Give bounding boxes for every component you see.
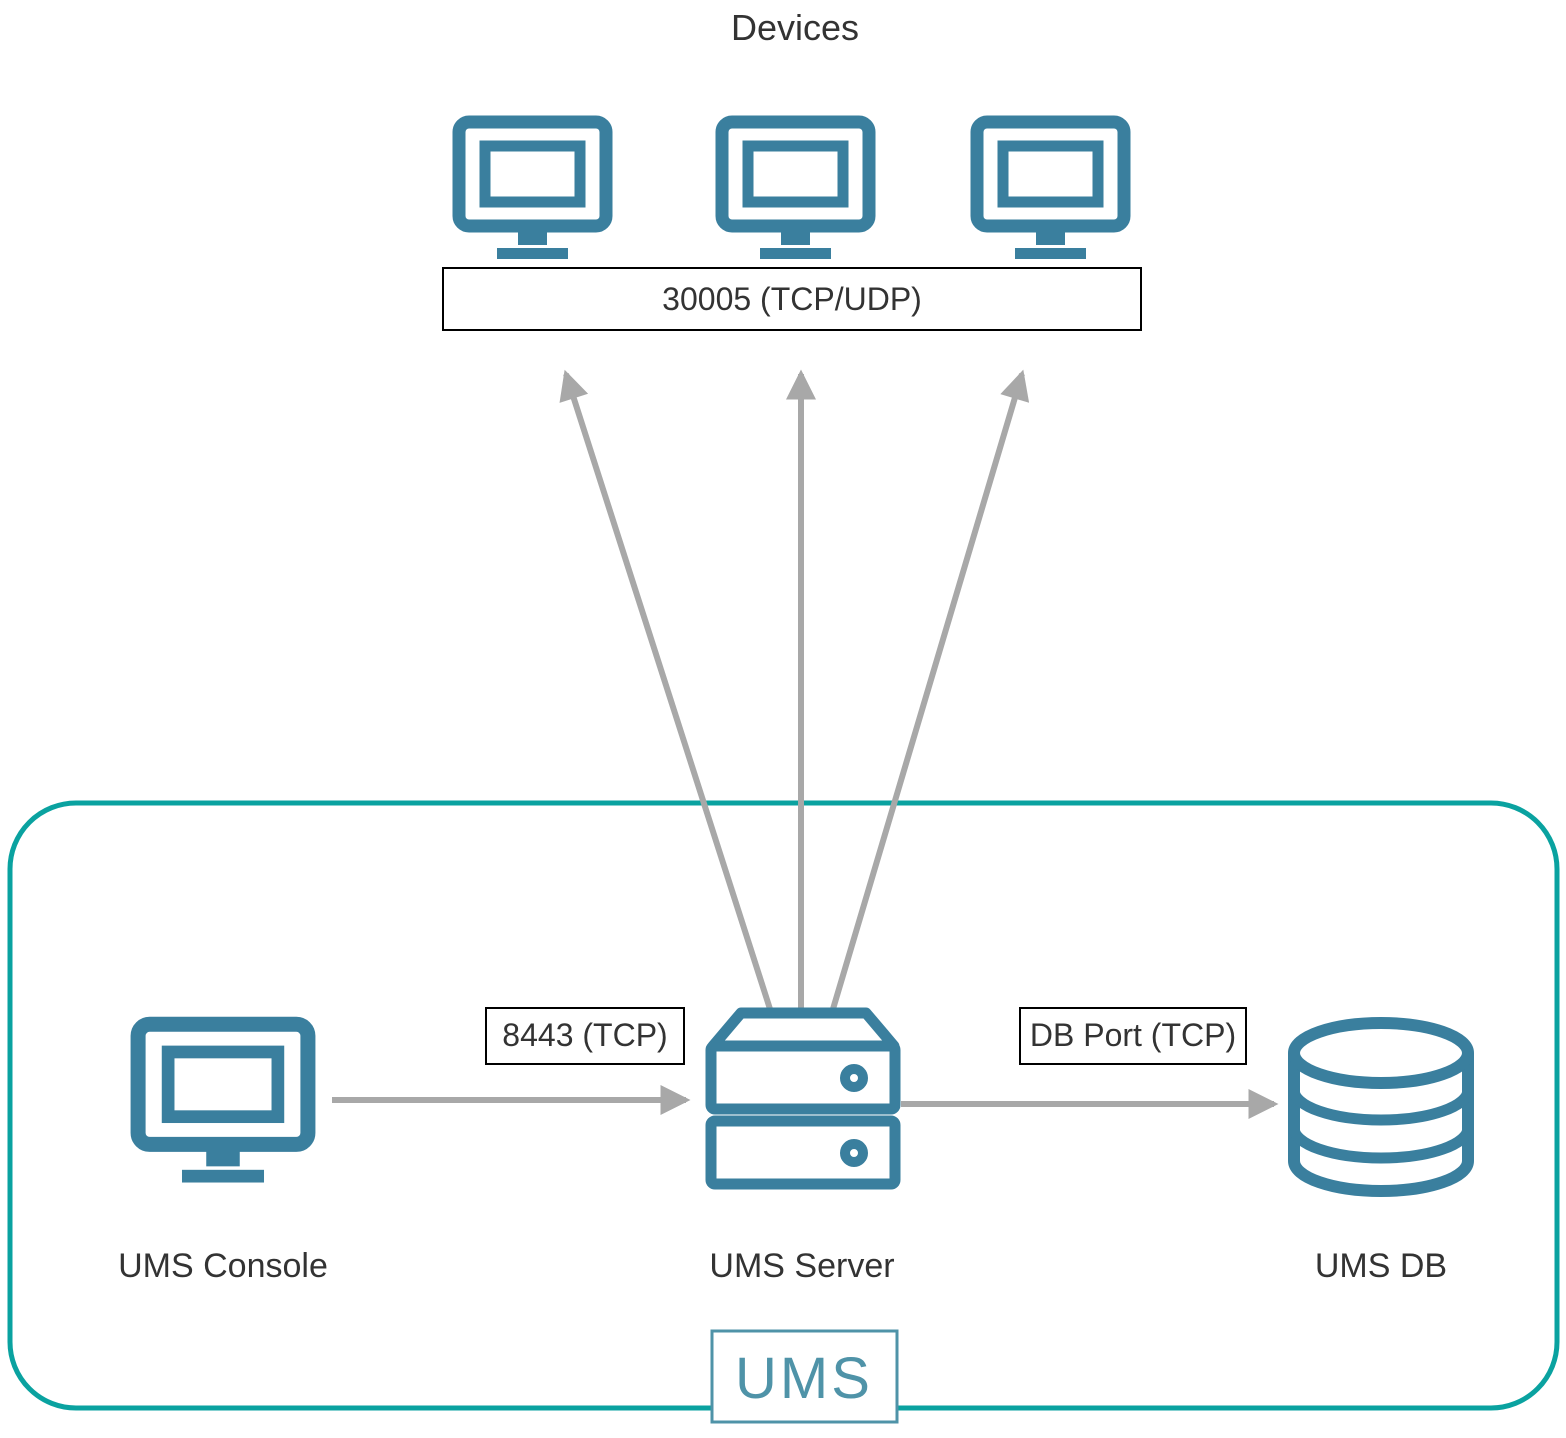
db-ring-1 xyxy=(1288,1089,1474,1126)
arrow-server-to-devices-right xyxy=(830,369,1030,1010)
ums-console-label: UMS Console xyxy=(118,1247,328,1285)
ums-server-label: UMS Server xyxy=(709,1247,894,1285)
devices-port-box xyxy=(442,267,1142,331)
device-monitor-icon-3 xyxy=(977,122,1124,259)
ums-db-icon xyxy=(1288,1017,1474,1197)
ums-console-icon xyxy=(138,1024,308,1182)
devices-port-label: 30005 (TCP/UDP) xyxy=(662,281,922,317)
ums-db-label: UMS DB xyxy=(1315,1247,1447,1285)
server-led-bottom xyxy=(840,1139,868,1167)
server-db-port-box xyxy=(1019,1007,1247,1065)
ums-server-icon xyxy=(705,1007,901,1190)
server-unit-top xyxy=(705,1040,901,1115)
device-monitor-icon-2 xyxy=(722,122,869,259)
ums-logo-box xyxy=(710,1329,899,1424)
device-monitor-icon-1 xyxy=(459,122,606,259)
db-top xyxy=(1288,1017,1474,1089)
ums-logo-label: UMS xyxy=(735,1346,873,1411)
console-server-port-box xyxy=(485,1007,685,1065)
server-db-port-label: DB Port (TCP) xyxy=(1030,1017,1236,1053)
arrow-server-to-devices-left xyxy=(559,369,773,1010)
server-led-top xyxy=(840,1064,868,1092)
ums-logo: UMS xyxy=(710,1329,899,1424)
console-server-port-label: 8443 (TCP) xyxy=(502,1017,667,1053)
db-ring-2 xyxy=(1288,1127,1474,1164)
server-unit-bottom xyxy=(705,1115,901,1190)
diagram-title: Devices xyxy=(731,7,859,48)
